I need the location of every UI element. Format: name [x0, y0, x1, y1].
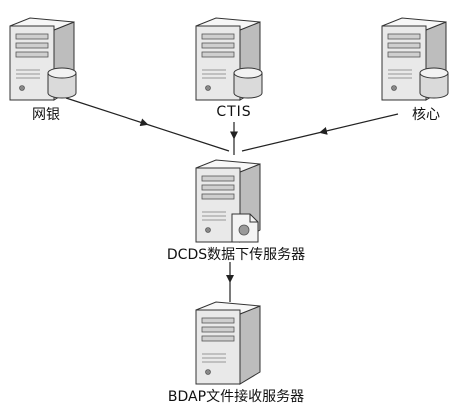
node-label-ctis: CTIS	[216, 104, 252, 120]
node-label-wangyin: 网银	[32, 107, 60, 123]
node-dcds-document-icon	[231, 213, 259, 243]
node-hexin-server-icon	[381, 17, 449, 101]
node-wangyin-server-icon	[9, 17, 77, 101]
node-ctis-database-icon	[233, 67, 263, 99]
node-dcds-server-icon	[195, 159, 261, 243]
node-bdap-server-icon	[195, 301, 261, 385]
node-label-hexin: 核心	[412, 107, 440, 123]
node-label-bdap: BDAP文件接收服务器	[167, 389, 305, 405]
node-ctis-server-icon	[195, 17, 263, 101]
edge-wangyin-to-dcds	[65, 97, 230, 152]
node-hexin-database-icon	[419, 67, 449, 99]
edge-hexin-to-dcds	[241, 113, 399, 152]
node-label-dcds: DCDS数据下传服务器	[166, 247, 306, 263]
node-wangyin-database-icon	[47, 67, 77, 99]
